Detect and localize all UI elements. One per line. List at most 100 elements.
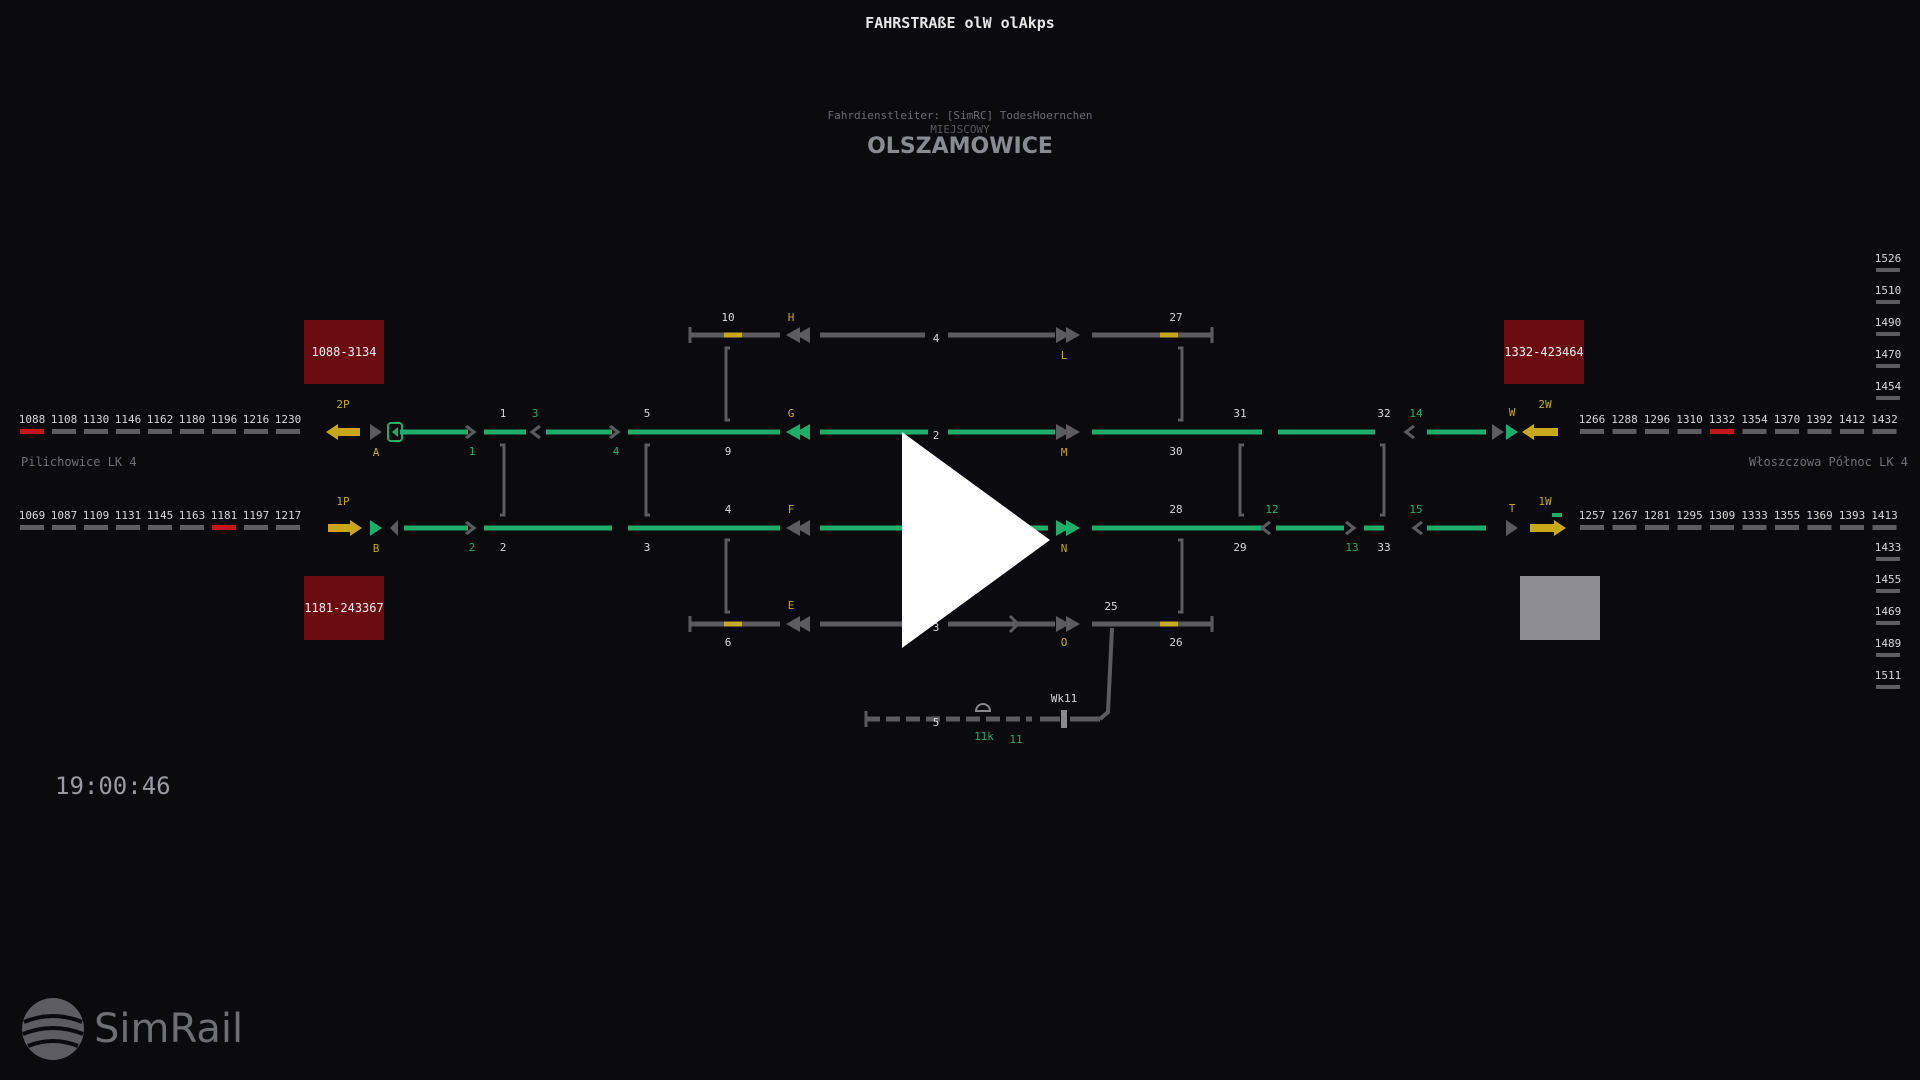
train-box-bottom-left[interactable]: 1181-243367: [304, 576, 384, 640]
block-section[interactable]: [1876, 332, 1900, 336]
signal-a-box[interactable]: [387, 422, 403, 442]
signal-1p-arrow[interactable]: [350, 520, 362, 536]
block-section[interactable]: [84, 525, 108, 530]
block-section[interactable]: [212, 429, 236, 434]
train-box-top-left[interactable]: 1088-3134: [304, 320, 384, 384]
signal-m-arrow[interactable]: [1066, 424, 1080, 440]
block-section[interactable]: [1807, 525, 1832, 530]
signal-g-arrow[interactable]: [796, 424, 810, 440]
block-section[interactable]: [20, 525, 44, 530]
signal-2w-arrow[interactable]: [1522, 424, 1534, 440]
block-number: 1087: [51, 509, 78, 522]
signal-h-arrow[interactable]: [796, 327, 810, 343]
block-section[interactable]: [276, 429, 300, 434]
block-section[interactable]: [1872, 429, 1897, 434]
block-section[interactable]: [1742, 525, 1767, 530]
block-section[interactable]: [1876, 396, 1900, 400]
signal-f-arrow[interactable]: [796, 520, 810, 536]
crossover-27-30: [1178, 346, 1184, 422]
block-number: 1393: [1839, 509, 1866, 522]
block-section[interactable]: [1876, 300, 1900, 304]
train-box-empty[interactable]: [1520, 576, 1600, 640]
block-section[interactable]: [1876, 621, 1900, 625]
block-section[interactable]: [1876, 268, 1900, 272]
block-number: 1181: [211, 509, 238, 522]
block-section[interactable]: [276, 525, 300, 530]
block-section[interactable]: [244, 429, 268, 434]
signal-1p-bar: [328, 524, 350, 532]
block-section[interactable]: [1645, 525, 1669, 530]
signal-label: A: [373, 446, 380, 459]
signal-w-arrow[interactable]: [1506, 424, 1518, 440]
block-section[interactable]: [1612, 429, 1637, 434]
block-section[interactable]: [1612, 525, 1637, 530]
signal-f-arrow[interactable]: [786, 520, 800, 536]
signal-e-arrow[interactable]: [796, 616, 810, 632]
block-section[interactable]: [1677, 429, 1702, 434]
block-section[interactable]: [20, 429, 44, 434]
block-section[interactable]: [212, 525, 236, 530]
signal-1w-arrow[interactable]: [1554, 520, 1566, 536]
block-section[interactable]: [1872, 525, 1897, 530]
signal-b-arrow[interactable]: [370, 520, 382, 536]
block-number: 1333: [1741, 509, 1768, 522]
signal-b-rear: [390, 520, 398, 536]
signal-o-arrow[interactable]: [1056, 616, 1070, 632]
signal-l-arrow[interactable]: [1056, 327, 1070, 343]
signal-t-arrow[interactable]: [1506, 520, 1518, 536]
block-section[interactable]: [1840, 429, 1864, 434]
block-section[interactable]: [1742, 429, 1767, 434]
block-section[interactable]: [52, 525, 76, 530]
signal-label: O: [1061, 636, 1068, 649]
derail-marker: [974, 703, 992, 712]
block-section[interactable]: [1876, 653, 1900, 657]
signal-e-arrow[interactable]: [786, 616, 800, 632]
block-section[interactable]: [52, 429, 76, 434]
block-section[interactable]: [1876, 557, 1900, 561]
switch-label: 1: [469, 445, 476, 458]
signal-n-arrow[interactable]: [1056, 520, 1070, 536]
signal-label: 1W: [1538, 495, 1552, 508]
signal-h-arrow[interactable]: [786, 327, 800, 343]
signal-m-arrow[interactable]: [1056, 424, 1070, 440]
block-section[interactable]: [1807, 429, 1832, 434]
play-button[interactable]: [900, 430, 1060, 650]
block-section[interactable]: [244, 525, 268, 530]
block-section[interactable]: [1775, 525, 1799, 530]
block-section[interactable]: [1710, 429, 1734, 434]
block-section[interactable]: [180, 525, 204, 530]
block-section[interactable]: [1876, 364, 1900, 368]
switch-label: 14: [1409, 407, 1423, 420]
direction-left: Pilichowice LK 4: [21, 455, 137, 469]
signal-a-arrow[interactable]: [370, 424, 382, 440]
block-section[interactable]: [148, 525, 172, 530]
block-section[interactable]: [1677, 525, 1702, 530]
block-section[interactable]: [148, 429, 172, 434]
block-section[interactable]: [1876, 685, 1900, 689]
diagram-labels: 2P 1P A B H G F E L M N O W 2W T 1W Wk11…: [336, 311, 1552, 746]
block-section[interactable]: [116, 429, 140, 434]
block-section[interactable]: [116, 525, 140, 530]
block-section[interactable]: [1775, 429, 1799, 434]
chevron-icon: [1259, 520, 1271, 536]
block-section[interactable]: [1876, 589, 1900, 593]
block-section[interactable]: [1840, 525, 1864, 530]
block-number: 1131: [115, 509, 142, 522]
block-section[interactable]: [180, 429, 204, 434]
crossover-9-10: [724, 346, 730, 422]
signal-2p-arrow[interactable]: [326, 424, 338, 440]
train-box-top-right[interactable]: 1332-423464: [1504, 320, 1584, 384]
block-section[interactable]: [1645, 429, 1669, 434]
signal-n-arrow[interactable]: [1066, 520, 1080, 536]
signal-g-arrow[interactable]: [786, 424, 800, 440]
switch-label: 2: [500, 541, 507, 554]
block-number: 1490: [1875, 316, 1902, 329]
signal-o-arrow[interactable]: [1066, 616, 1080, 632]
block-section[interactable]: [1580, 429, 1604, 434]
block-section[interactable]: [84, 429, 108, 434]
block-section[interactable]: [1710, 525, 1734, 530]
block-section[interactable]: [1580, 525, 1604, 530]
chevron-icon: [1403, 424, 1415, 440]
signal-l-arrow[interactable]: [1066, 327, 1080, 343]
